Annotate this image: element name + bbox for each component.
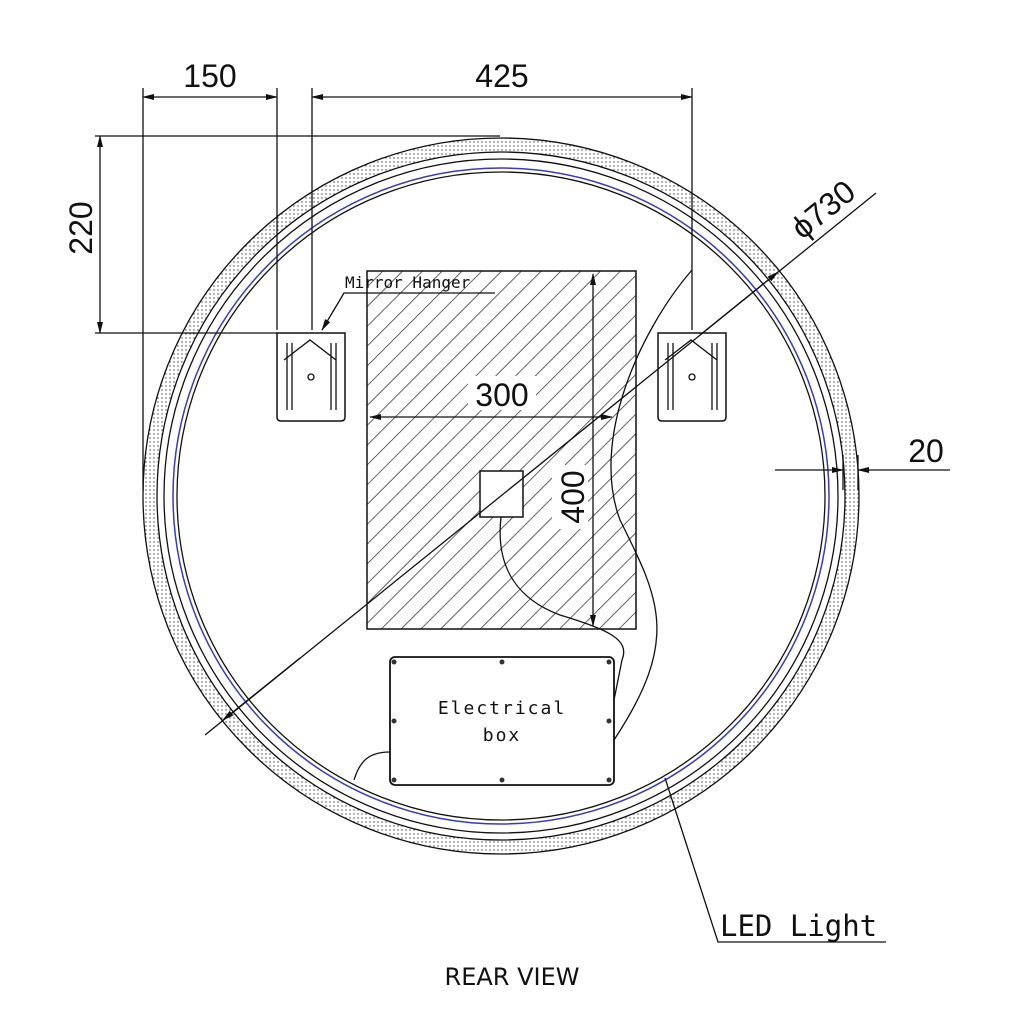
electrical-box-label: box [483, 725, 522, 746]
cable [353, 751, 391, 781]
dim-220: 220 [63, 201, 99, 254]
dim-425: 425 [475, 58, 528, 94]
mirror-hanger-label: Mirror Hanger [345, 273, 471, 292]
mirror-frame [142, 137, 860, 855]
junction-box [479, 470, 524, 518]
cable [499, 516, 625, 701]
electrical-box-label: Electrical [438, 698, 566, 719]
dim-300: 300 [475, 377, 528, 413]
electrical-box: Electrical box [389, 656, 615, 786]
view-title: REAR VIEW [445, 963, 580, 991]
cable [610, 269, 693, 741]
dim-400: 400 [555, 470, 591, 523]
extension-lines [95, 88, 859, 490]
mirror-hanger-right [657, 332, 727, 422]
dim-150: 150 [183, 58, 236, 94]
hatched-zone [366, 270, 637, 630]
led-leader-line [664, 777, 886, 943]
mirror-hanger-left [276, 332, 346, 422]
led-strip [172, 167, 830, 825]
led-light-label: LED Light [720, 909, 877, 943]
dim-20: 20 [908, 433, 944, 469]
